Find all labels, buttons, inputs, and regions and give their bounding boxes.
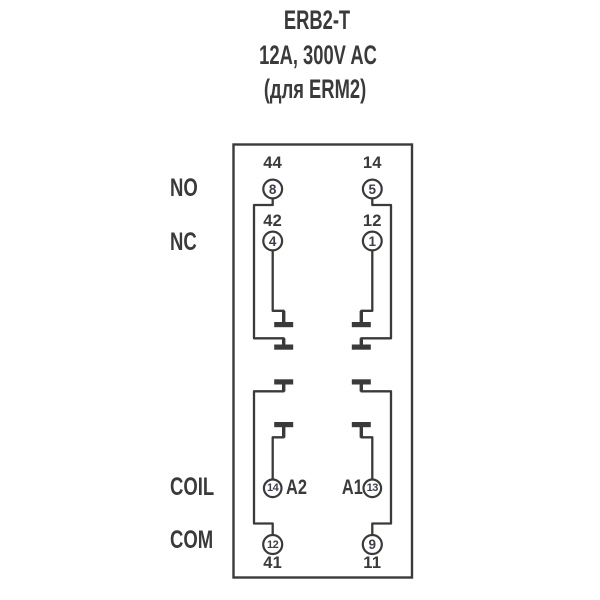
pin-number-5: 5: [368, 181, 377, 197]
pin-number-14: 14: [266, 482, 279, 495]
terminal-circle-pin13: [362, 478, 383, 499]
model-title: ERB2-T: [283, 5, 351, 35]
contact-bar-coil-left: [274, 422, 294, 428]
terminal-code-42: 42: [263, 212, 283, 230]
contact-stem-com-left: [282, 383, 286, 392]
socket-outline: [232, 143, 414, 579]
contact-bar-com-left: [274, 379, 294, 385]
wire-com-left: [252, 384, 285, 536]
row-label-coil: COIL: [170, 473, 215, 501]
contact-stem-nc-right: [359, 311, 363, 323]
terminal-circle-pin9: [361, 533, 383, 556]
terminal-code-a2: A2: [286, 476, 307, 499]
contact-bar-nc-left: [274, 322, 294, 328]
terminal-code-41: 41: [263, 553, 283, 572]
pin-number-13: 13: [366, 482, 379, 495]
pin-number-1: 1: [368, 233, 377, 249]
terminal-circle-pin5: [361, 178, 383, 200]
pin-number-9: 9: [368, 537, 377, 552]
terminal-circle-pin4: [262, 230, 284, 252]
contact-bar-no-right: [351, 344, 371, 350]
pin-number-12: 12: [266, 538, 279, 551]
row-label-nc: NC: [170, 228, 197, 256]
terminal-circle-pin1: [361, 230, 383, 252]
contact-stem-coil-left: [282, 426, 286, 438]
row-label-com: COM: [170, 526, 214, 554]
compatibility-note: (для ERM2): [263, 74, 367, 104]
terminal-code-14: 14: [362, 154, 382, 172]
contact-stem-no-right: [359, 338, 363, 345]
contact-stem-nc-left: [282, 311, 286, 323]
terminal-code-12: 12: [362, 212, 382, 230]
terminal-circle-pin14: [262, 478, 283, 499]
contact-stem-coil-right: [359, 426, 363, 438]
terminal-code-44: 44: [263, 154, 283, 172]
contact-bar-com-right: [351, 379, 371, 385]
contact-stem-com-right: [359, 383, 363, 392]
row-label-no: NO: [170, 174, 198, 202]
pin-number-8: 8: [268, 181, 277, 197]
pin-number-4: 4: [268, 233, 277, 249]
terminal-code-a1: A1: [342, 476, 363, 499]
terminal-code-11: 11: [363, 553, 382, 572]
terminal-circle-pin12: [262, 533, 284, 556]
rating-label: 12A, 300V AC: [259, 40, 377, 70]
contact-bar-nc-right: [351, 322, 371, 328]
contact-stem-no-left: [282, 338, 286, 345]
terminal-circle-pin8: [262, 178, 284, 200]
wire-com-right: [360, 384, 393, 536]
contact-bar-no-left: [274, 344, 294, 350]
contact-bar-coil-right: [351, 422, 371, 428]
